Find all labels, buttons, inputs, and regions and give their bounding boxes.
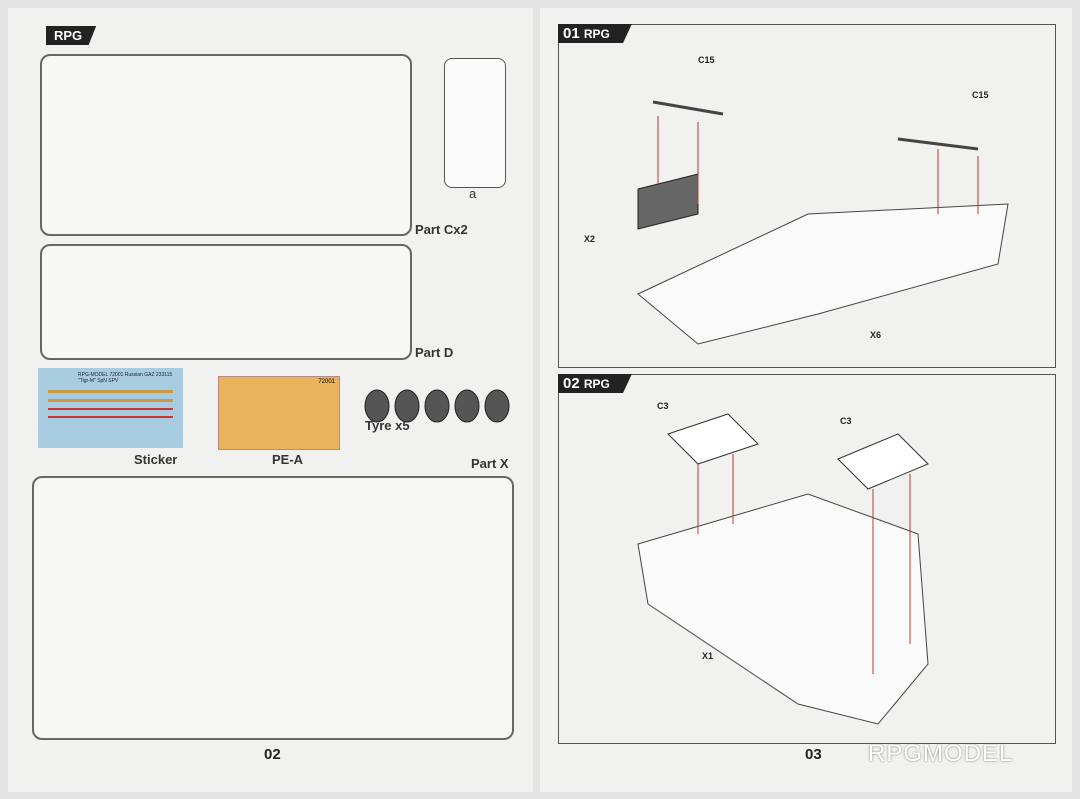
part-x-label: Part X: [471, 456, 509, 471]
callout-c15: C15: [972, 90, 989, 100]
brand-logo: RPG: [46, 26, 97, 45]
callout-c3: C3: [840, 416, 852, 426]
tyres: [362, 388, 512, 433]
watermark: RPGMODEL: [868, 740, 1014, 767]
left-page: RPG a Part Cx2 Part D RPG-MODEL 72001 Ru…: [8, 8, 533, 792]
pe-a-label: PE-A: [272, 452, 304, 467]
step-01-badge: 01 RPG: [558, 24, 632, 43]
sprue-c: [40, 54, 412, 236]
callout-c3: C3: [657, 401, 669, 411]
page-number: 03: [805, 746, 822, 763]
step-01-frame: [558, 24, 1056, 368]
right-page: 01 RPG C15 C15 X2 X6 02 RPG C3 C3 X1 03: [540, 8, 1072, 792]
callout-x2: X2: [584, 234, 596, 244]
part-a-drawing: [444, 58, 506, 188]
sprue-d: [40, 244, 412, 360]
step-01-diagram: [637, 100, 1009, 345]
pe-fret: 72001: [218, 376, 340, 450]
callout-c15: C15: [698, 55, 715, 65]
step-02-frame: [558, 374, 1056, 744]
part-d-label: Part D: [415, 345, 454, 360]
sticker-label: Sticker: [134, 452, 178, 467]
step-02-diagram: [637, 413, 929, 725]
page-number: 02: [264, 746, 281, 763]
part-a-label: a: [469, 186, 477, 201]
callout-x1: X1: [702, 651, 714, 661]
callout-x6: X6: [870, 330, 882, 340]
sprue-x: [32, 476, 514, 740]
part-cx2-label: Part Cx2: [415, 222, 468, 237]
sticker-text: RPG-MODEL 72001 Russian GAZ 233115 "Tigr…: [78, 372, 173, 384]
step-02-badge: 02 RPG: [558, 374, 632, 393]
sticker-sheet: RPG-MODEL 72001 Russian GAZ 233115 "Tigr…: [38, 368, 183, 448]
pe-code: 72001: [318, 379, 335, 385]
tyre-label: Tyre x5: [365, 418, 410, 433]
